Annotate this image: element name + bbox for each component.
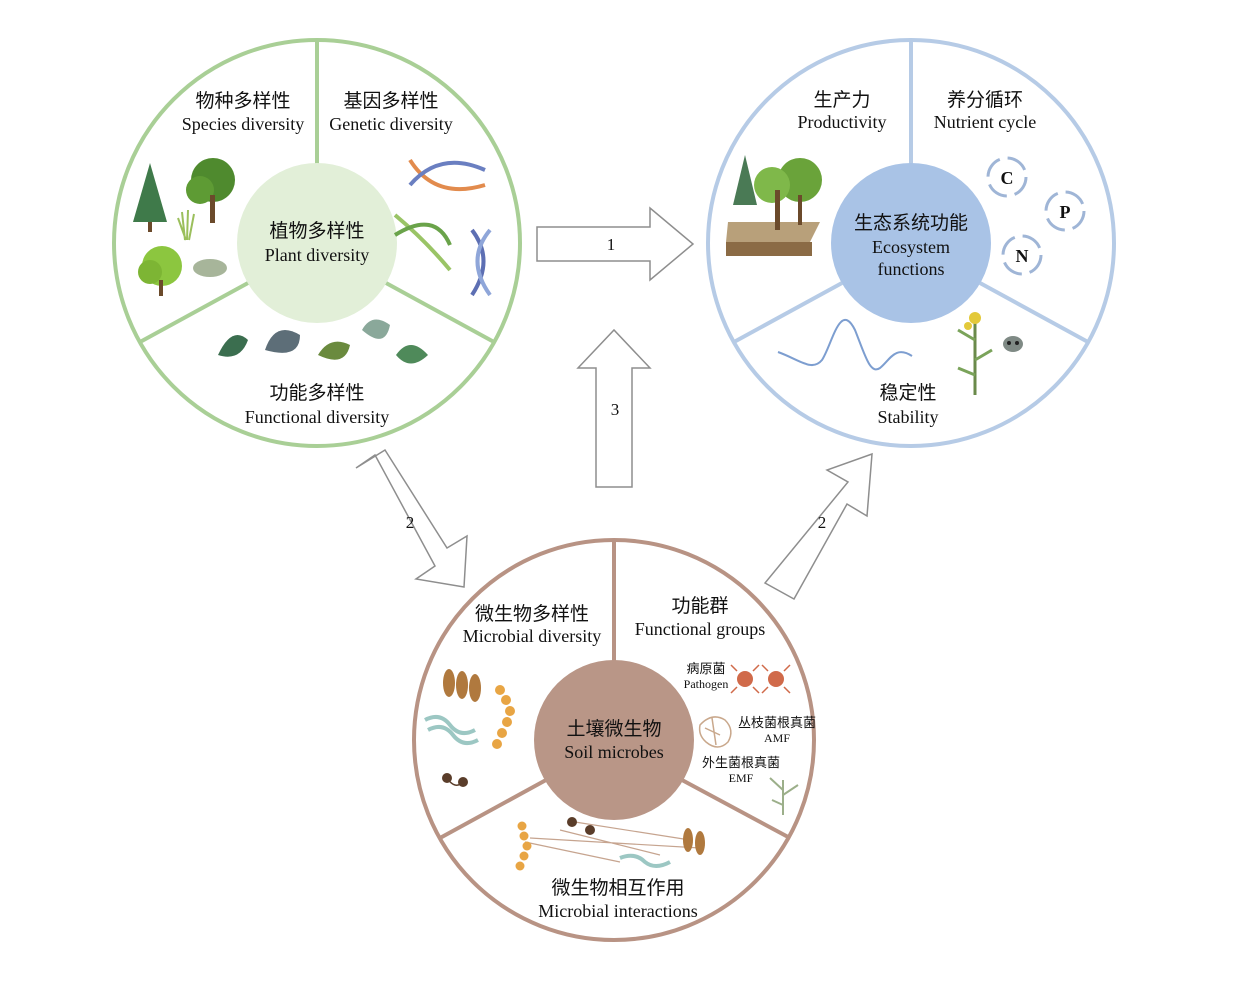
microbial-interactions-zh: 微生物相互作用 xyxy=(551,877,684,899)
arrow-1-label: 1 xyxy=(607,235,616,254)
genetic-diversity-zh: 基因多样性 xyxy=(343,90,438,112)
leaf-icon xyxy=(218,335,248,357)
cycle-c-label: C xyxy=(1001,168,1014,188)
spore-cell-icon xyxy=(442,773,468,787)
plant-center-zh: 植物多样性 xyxy=(269,220,364,242)
leaf-icon xyxy=(362,319,390,339)
soil-microbes-wheel: 土壤微生物 Soil microbes 微生物多样性 Microbial div… xyxy=(412,538,816,942)
rod-bacteria-icon xyxy=(443,669,481,702)
soil-divider-left xyxy=(439,778,547,840)
ecosystem-center-en-1: Ecosystem xyxy=(872,237,950,257)
microbial-diversity-en: Microbial diversity xyxy=(463,626,601,646)
shrub-icon xyxy=(193,259,227,277)
microbial-diversity-zh: 微生物多样性 xyxy=(475,603,589,625)
nutrient-cycle-en: Nutrient cycle xyxy=(934,112,1036,132)
pathogen-en: Pathogen xyxy=(684,677,729,691)
arrow-plant-to-soil: 2 xyxy=(355,448,468,588)
leaf-icons xyxy=(218,319,428,364)
emf-root-icon xyxy=(769,777,799,815)
forest-plot-icon xyxy=(726,155,822,256)
stability-en: Stability xyxy=(877,407,938,427)
leaf-icon xyxy=(318,341,350,360)
carbon-cycle-icon: C xyxy=(986,156,1028,198)
ecosystem-center-zh: 生态系统功能 xyxy=(854,212,968,234)
functional-groups-en: Functional groups xyxy=(635,619,766,639)
microbial-interactions-en: Microbial interactions xyxy=(538,901,697,921)
pathogen-zh: 病原菌 xyxy=(686,661,725,676)
bush-tree-icon xyxy=(138,246,182,296)
soil-center xyxy=(534,660,694,820)
amf-en: AMF xyxy=(764,731,790,745)
nitrogen-cycle-icon: N xyxy=(1001,234,1043,276)
plant-diversity-wheel: 植物多样性 Plant diversity 物种多样性 Species dive… xyxy=(112,38,522,448)
cycle-n-label: N xyxy=(1016,246,1029,266)
arrow-2a-label: 2 xyxy=(406,513,415,532)
ecosystem-divider-right xyxy=(979,281,1089,344)
arrow-2b-label: 2 xyxy=(818,513,827,532)
cocci-chain-icon xyxy=(492,685,515,749)
functional-groups-zh: 功能群 xyxy=(671,595,728,617)
soil-divider-right xyxy=(681,778,791,840)
ecosystem-center xyxy=(831,163,991,323)
amf-zh: 丛枝菌根真菌 xyxy=(738,715,816,730)
phosphorus-cycle-icon: P xyxy=(1044,190,1086,232)
plant-center xyxy=(237,163,397,323)
conifer-tree-icon xyxy=(133,163,167,232)
leaf-icon xyxy=(265,330,300,353)
functional-diversity-en: Functional diversity xyxy=(245,407,389,427)
ecosystem-functions-wheel: 生态系统功能 Ecosystem functions 生产力 Productiv… xyxy=(706,38,1116,448)
emf-zh: 外生菌根真菌 xyxy=(702,755,780,770)
nutrient-cycle-zh: 养分循环 xyxy=(947,89,1023,111)
arrow-soil-up: 3 xyxy=(576,328,652,488)
broadleaf-tree-icon xyxy=(186,158,235,223)
arrow-soil-to-ecosystem: 2 xyxy=(763,452,873,601)
productivity-zh: 生产力 xyxy=(813,89,870,111)
plant-divider-left xyxy=(139,281,249,344)
interaction-network-icon xyxy=(515,817,705,871)
cycle-p-label: P xyxy=(1060,202,1071,222)
pathogen-icon xyxy=(730,664,791,694)
ecosystem-divider-left xyxy=(733,281,843,344)
arrow-3-label: 3 xyxy=(611,400,620,419)
flowering-plant-icon xyxy=(957,312,993,395)
functional-diversity-zh: 功能多样性 xyxy=(269,382,364,404)
amf-hyphae-icon xyxy=(698,716,732,748)
soil-center-en: Soil microbes xyxy=(564,742,664,762)
ecosystem-center-en-2: functions xyxy=(878,259,945,279)
genetic-diversity-en: Genetic diversity xyxy=(329,114,452,134)
plant-divider-right xyxy=(385,281,495,344)
soil-center-zh: 土壤微生物 xyxy=(566,718,661,740)
pest-insect-icon xyxy=(1003,336,1023,352)
dna-helix-icon xyxy=(393,158,492,297)
spiral-bacteria-icon xyxy=(424,714,479,746)
arrow-plant-to-ecosystem: 1 xyxy=(536,206,695,282)
species-diversity-zh: 物种多样性 xyxy=(195,90,290,112)
grass-plant-icon xyxy=(177,209,195,241)
wave-icon xyxy=(777,319,913,371)
plant-center-en: Plant diversity xyxy=(265,245,370,265)
species-diversity-en: Species diversity xyxy=(182,114,304,134)
productivity-en: Productivity xyxy=(798,112,887,132)
emf-en: EMF xyxy=(729,771,754,785)
leaf-icon xyxy=(396,345,428,364)
stability-zh: 稳定性 xyxy=(879,382,936,404)
